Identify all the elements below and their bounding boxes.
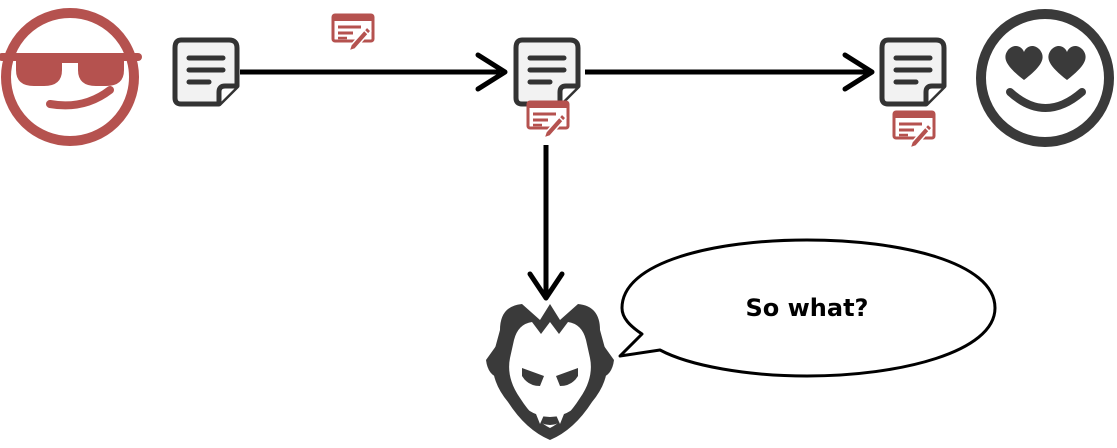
- message-note-icon-receiver: [882, 40, 944, 104]
- message-note-icon-middle: [516, 40, 578, 104]
- message-note-icon-sender: [175, 40, 237, 104]
- speech-bubble: So what?: [618, 238, 997, 378]
- arrow-middle-to-interceptor: [527, 145, 565, 301]
- signed-certificate-icon-top: [331, 13, 375, 53]
- speech-bubble-text: So what?: [746, 294, 869, 322]
- arrow-sender-to-middle: [240, 52, 508, 92]
- receiver-heart-eyes-face-icon: [976, 9, 1114, 147]
- arrow-middle-to-receiver: [585, 52, 875, 92]
- sender-cool-face-icon: [0, 8, 142, 146]
- interceptor-vampire-face-icon: [486, 304, 614, 440]
- signed-certificate-icon-receiver: [892, 110, 936, 150]
- signed-certificate-icon-middle: [526, 100, 570, 140]
